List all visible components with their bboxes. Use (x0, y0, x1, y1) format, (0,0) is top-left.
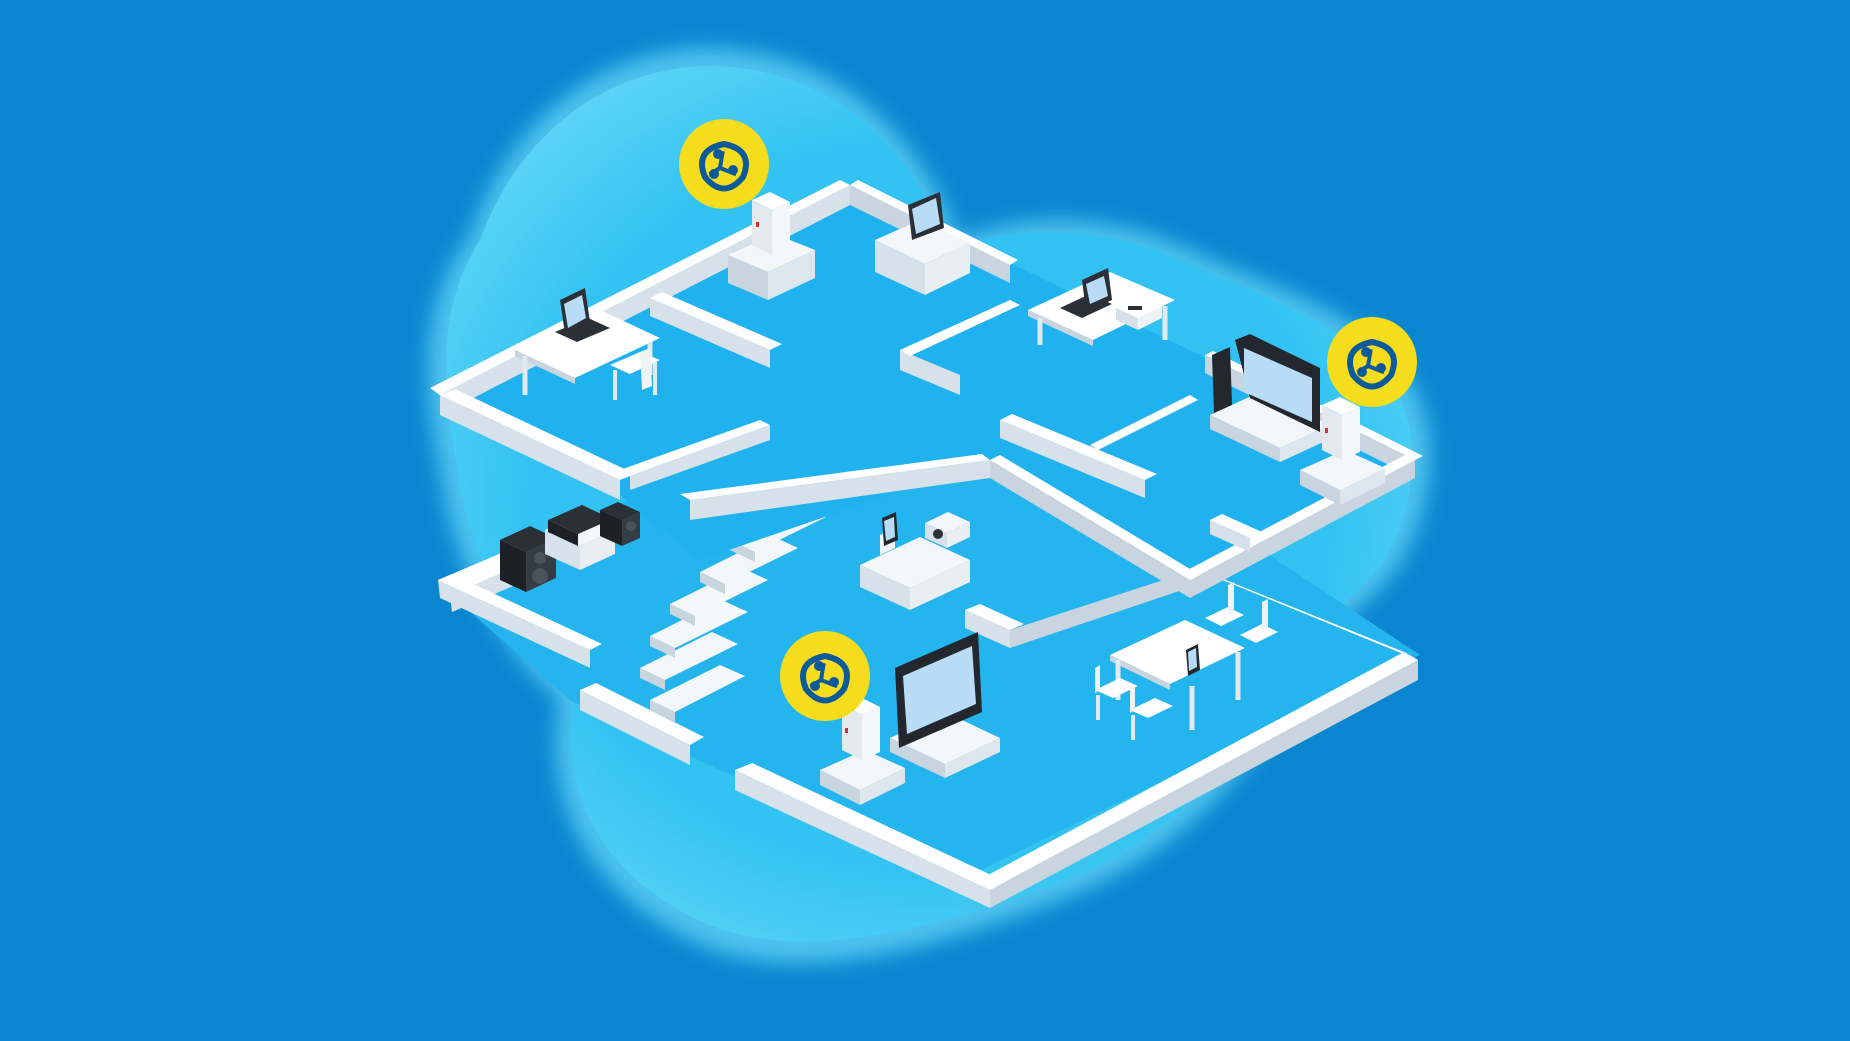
furniture-lower (500, 502, 1278, 805)
upper-floor-left-node (679, 119, 769, 209)
lower-floor-node (780, 631, 870, 721)
mesh-network-icon (800, 653, 850, 704)
mesh-network-icon (1347, 339, 1397, 390)
mesh-node-badges (679, 119, 1417, 721)
furniture-upper (515, 192, 1385, 505)
upper-floor-right-node (1327, 317, 1417, 407)
mesh-network-icon (699, 141, 749, 192)
